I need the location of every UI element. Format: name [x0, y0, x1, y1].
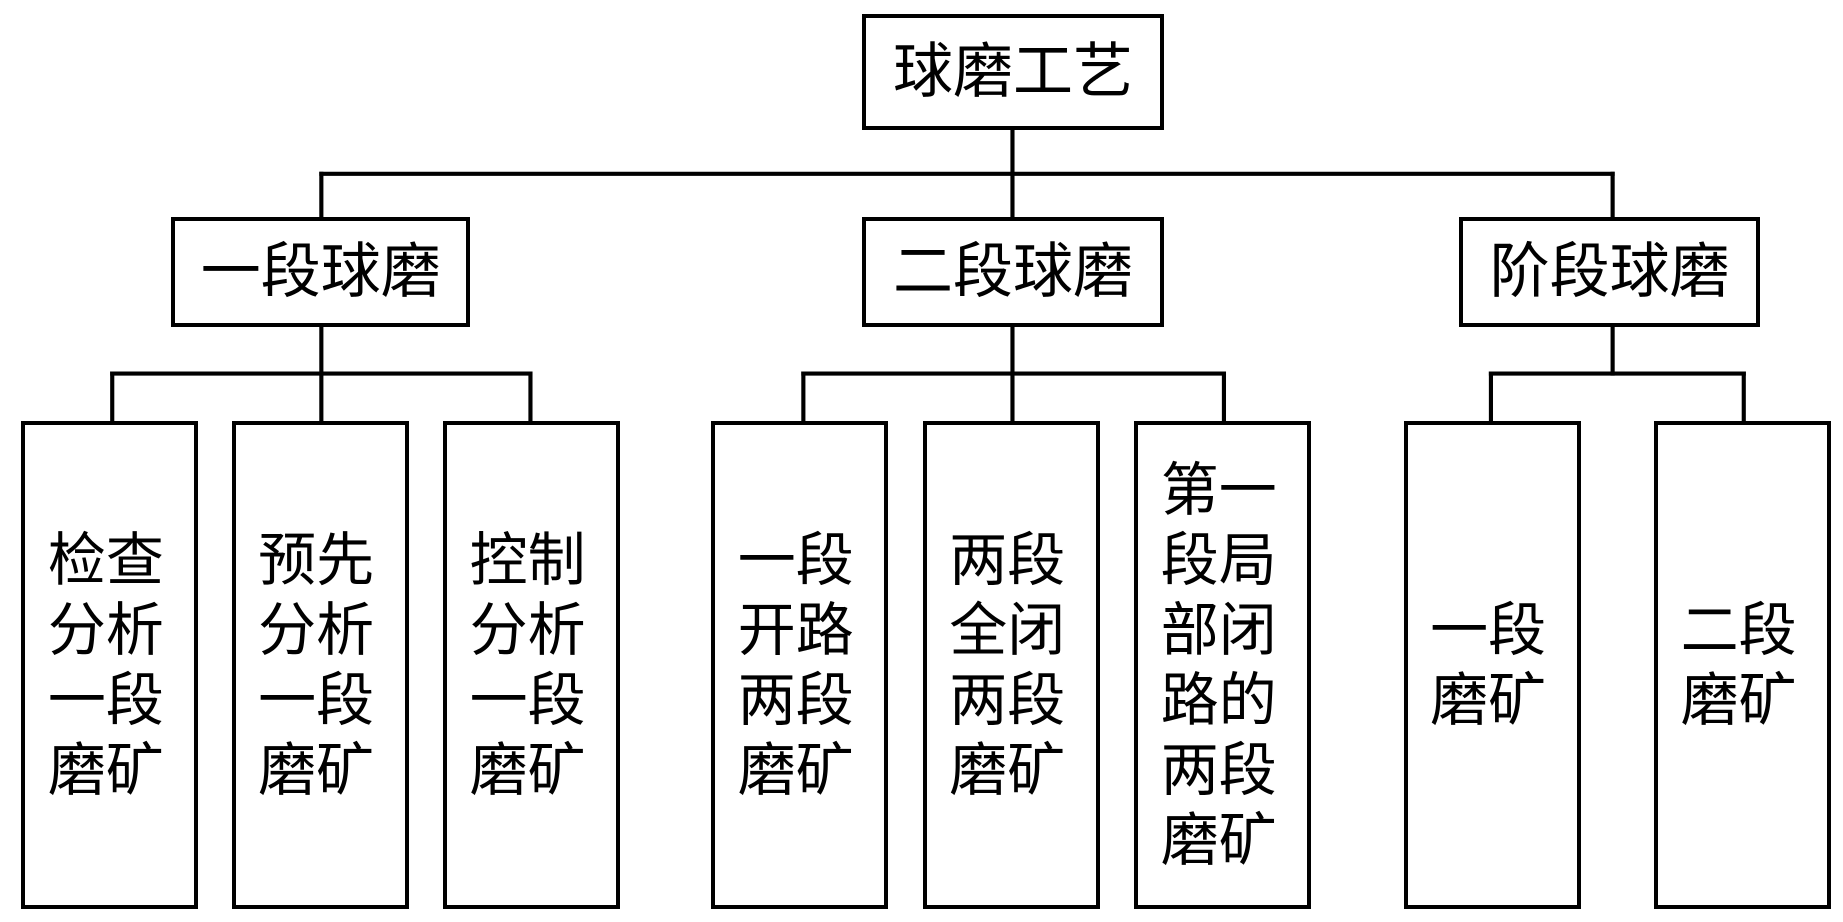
branch-label: 一段球磨: [200, 237, 441, 308]
leaf-node: 二段磨矿: [1653, 420, 1832, 909]
branch-node-stage-two: 二段球磨: [862, 217, 1164, 328]
leaf-label: 预先分析一段磨矿: [258, 525, 375, 804]
branch-label: 阶段球磨: [1489, 237, 1730, 308]
leaf-node: 一段磨矿: [1403, 420, 1581, 909]
leaf-label: 检查分析一段磨矿: [47, 525, 164, 804]
branch-label: 二段球磨: [893, 237, 1134, 308]
leaf-label: 一段磨矿: [1430, 595, 1547, 734]
branch-node-staged: 阶段球磨: [1459, 217, 1761, 328]
leaf-node: 控制分析一段磨矿: [443, 420, 621, 909]
leaf-node: 两段全闭两段磨矿: [922, 420, 1100, 909]
root-label: 球磨工艺: [893, 37, 1134, 108]
leaf-node: 一段开路两段磨矿: [711, 420, 889, 909]
leaf-node: 检查分析一段磨矿: [21, 420, 199, 909]
leaf-label: 第一段局部闭路的两段磨矿: [1160, 455, 1277, 874]
leaf-label: 一段开路两段磨矿: [737, 525, 854, 804]
leaf-label: 二段磨矿: [1680, 595, 1797, 734]
leaf-label: 两段全闭两段磨矿: [949, 525, 1066, 804]
branch-node-stage-one: 一段球磨: [171, 217, 471, 328]
root-node: 球磨工艺: [862, 14, 1164, 130]
leaf-node: 第一段局部闭路的两段磨矿: [1134, 420, 1312, 909]
leaf-node: 预先分析一段磨矿: [231, 420, 409, 909]
leaf-label: 控制分析一段磨矿: [469, 525, 586, 804]
